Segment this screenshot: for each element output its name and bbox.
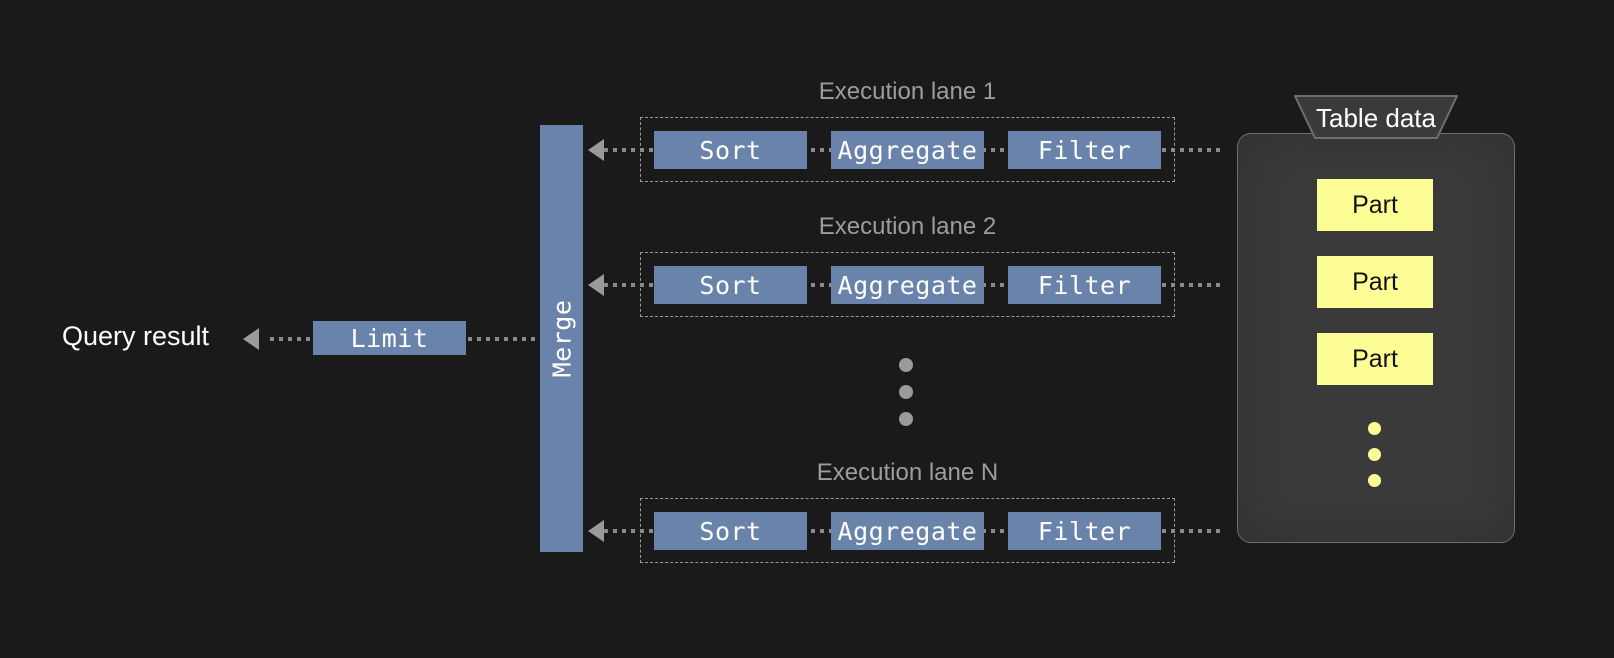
table-data-folder-tab xyxy=(1293,94,1459,140)
lane-2-arrowhead xyxy=(588,274,604,296)
table-ellipsis-dot-2 xyxy=(1368,448,1381,461)
merge-bar[interactable]: Merge xyxy=(540,125,583,552)
lane-1-stage-aggregate[interactable]: Aggregate xyxy=(831,131,984,169)
lane-2-stage-sort[interactable]: Sort xyxy=(654,266,807,304)
limit-box[interactable]: Limit xyxy=(313,321,466,355)
lane-1-stage-filter[interactable]: Filter xyxy=(1008,131,1161,169)
lane-ellipsis-dot-2 xyxy=(899,385,913,399)
lane-n-stage-filter[interactable]: Filter xyxy=(1008,512,1161,550)
lane-1-arrowhead xyxy=(588,139,604,161)
lane-2-stage-aggregate[interactable]: Aggregate xyxy=(831,266,984,304)
table-part-1[interactable]: Part xyxy=(1317,179,1433,231)
lane-2-label: Execution lane 2 xyxy=(818,213,997,240)
table-ellipsis-dot-3 xyxy=(1368,474,1381,487)
lane-n-stage-aggregate[interactable]: Aggregate xyxy=(831,512,984,550)
lane-n-arrowhead xyxy=(588,520,604,542)
table-data-title: Table data xyxy=(1316,103,1436,133)
lane-1-label: Execution lane 1 xyxy=(818,78,997,105)
lane-ellipsis-dot-1 xyxy=(899,358,913,372)
merge-label: Merge xyxy=(547,299,577,378)
lane-1-stage-sort[interactable]: Sort xyxy=(654,131,807,169)
lane-ellipsis-dot-3 xyxy=(899,412,913,426)
arrowhead-query-result xyxy=(243,328,259,350)
table-part-3[interactable]: Part xyxy=(1317,333,1433,385)
query-result-label: Query result xyxy=(62,321,210,351)
table-ellipsis-dot-1 xyxy=(1368,422,1381,435)
lane-n-stage-sort[interactable]: Sort xyxy=(654,512,807,550)
table-part-2[interactable]: Part xyxy=(1317,256,1433,308)
lane-n-label: Execution lane N xyxy=(816,459,999,486)
lane-2-stage-filter[interactable]: Filter xyxy=(1008,266,1161,304)
